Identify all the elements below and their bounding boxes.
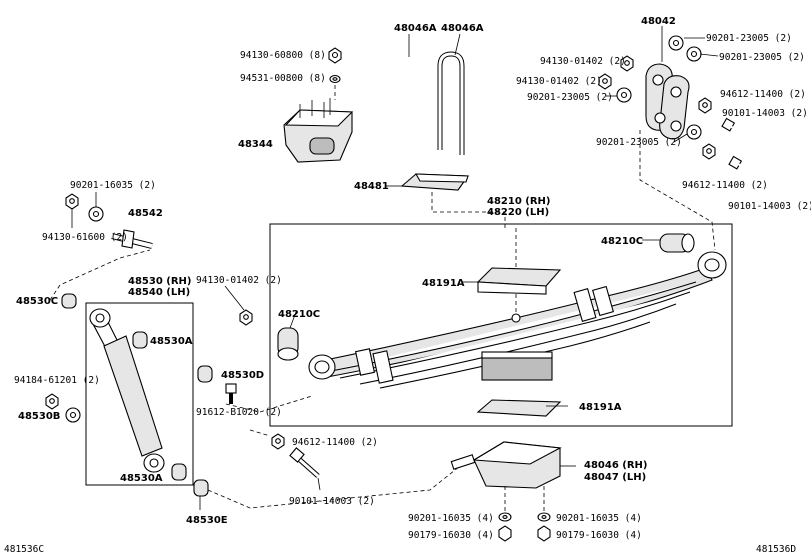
label-90101-14003-top: 90101-14003 (2) (722, 108, 808, 119)
nut-94130-01402-mid[interactable] (239, 309, 253, 326)
label-90201-16035-left: 90201-16035 (2) (70, 180, 156, 191)
nut-94130-60800[interactable] (328, 47, 342, 64)
label-48046a-2: 48046A (441, 23, 484, 34)
label-48042: 48042 (641, 16, 676, 27)
shock-absorber-48530[interactable] (89, 308, 165, 473)
nut-94130-61600[interactable] (65, 193, 79, 210)
label-94130-61600: 94130-61600 (2) (42, 232, 128, 243)
label-94130-01402-top2: 94130-01402 (2) (516, 76, 602, 87)
shock-pin-48542[interactable] (111, 229, 153, 249)
label-94130-60800: 94130-60800 (8) (240, 50, 326, 61)
label-90201-23005-b: 90201-23005 (2) (719, 52, 805, 63)
washer-94531-00800[interactable] (329, 74, 341, 84)
label-48210c-left: 48210C (278, 309, 320, 320)
label-94130-01402-top: 94130-01402 (2) (540, 56, 626, 67)
label-48530a-bottom: 48530A (120, 473, 163, 484)
label-48530d: 48530D (221, 370, 264, 381)
bolt-91612-b1020[interactable] (225, 383, 237, 404)
label-90201-23005-a: 90201-23005 (2) (706, 33, 792, 44)
label-48530e: 48530E (186, 515, 228, 526)
label-48046-rh: 48046 (RH) (584, 460, 647, 471)
label-48542: 48542 (128, 208, 163, 219)
bushing-48530e[interactable] (193, 479, 209, 497)
nut-94130-01402-top[interactable] (620, 55, 634, 72)
washer-90201-23005-c[interactable] (616, 87, 632, 103)
washer-90201-16035-b2[interactable] (537, 512, 551, 522)
label-90101-14003-mid: 90101-14003 (2) (728, 201, 811, 212)
label-94531-00800: 94531-00800 (8) (240, 73, 326, 84)
spacer-48191a-top[interactable] (476, 267, 562, 295)
nut-94130-01402-top2[interactable] (598, 73, 612, 90)
label-48191a-bottom: 48191A (579, 402, 622, 413)
label-94130-01402-mid: 94130-01402 (2) (196, 275, 282, 286)
bushing-48530d[interactable] (197, 365, 213, 383)
shock-absorber-box (85, 302, 194, 486)
label-48344: 48344 (238, 139, 273, 150)
label-90101-14003-bottom: 90101-14003 (2) (289, 496, 375, 507)
label-94612-11400-bottom: 94612-11400 (2) (292, 437, 378, 448)
label-48481: 48481 (354, 181, 389, 192)
spacer-48191a-bottom[interactable] (476, 399, 562, 417)
bushing-48210c-left[interactable] (277, 327, 299, 361)
label-48047-lh: 48047 (LH) (584, 472, 646, 483)
washer-48530b[interactable] (65, 407, 81, 423)
label-48210c-right: 48210C (601, 236, 643, 247)
label-94184-61201: 94184-61201 (2) (14, 375, 100, 386)
label-94612-11400-top: 94612-11400 (2) (720, 89, 806, 100)
label-91612-b1020: 91612-B1020 (2) (196, 407, 282, 418)
bushing-48530a-bottom[interactable] (171, 463, 187, 481)
leaf-spring-48210[interactable] (308, 251, 727, 389)
bushing-48210c-right[interactable] (659, 233, 695, 253)
washer-90201-23005-a[interactable] (668, 35, 684, 51)
label-90201-23005-c: 90201-23005 (2) (527, 92, 613, 103)
spring-shackle-48042[interactable] (645, 63, 690, 140)
u-bolt-48046a-left[interactable] (396, 54, 422, 158)
label-48530-rh: 48530 (RH) (128, 276, 191, 287)
label-48530a-top: 48530A (150, 336, 193, 347)
u-bolt-48046a-right[interactable] (437, 51, 465, 155)
bolt-90101-14003-bottom[interactable] (289, 447, 320, 478)
label-94612-11400-mid: 94612-11400 (2) (682, 180, 768, 191)
washer-90201-23005-b[interactable] (686, 46, 702, 62)
washer-90201-16035-left[interactable] (88, 206, 104, 222)
label-90201-23005-d: 90201-23005 (2) (596, 137, 682, 148)
label-48046a-1: 48046A (394, 23, 437, 34)
bolt-90101-14003-top[interactable] (721, 117, 753, 140)
label-48191a-top: 48191A (422, 278, 465, 289)
label-48220-lh: 48220 (LH) (487, 207, 549, 218)
bushing-48530a-top[interactable] (132, 331, 148, 349)
bolt-90101-14003-mid[interactable] (728, 155, 763, 179)
diagram-code-right: 481536D (756, 544, 796, 555)
label-48530c: 48530C (16, 296, 58, 307)
label-48210-rh: 48210 (RH) (487, 196, 550, 207)
label-90179-16030-b1: 90179-16030 (4) (408, 530, 494, 541)
washer-90201-23005-d[interactable] (686, 124, 702, 140)
washer-90201-16035-b1[interactable] (498, 512, 512, 522)
label-90201-16035-b2: 90201-16035 (4) (556, 513, 642, 524)
nut-90179-16030-b1[interactable] (498, 525, 512, 542)
label-90201-16035-b1: 90201-16035 (4) (408, 513, 494, 524)
u-bolt-seat-48481[interactable] (400, 173, 470, 191)
nut-94184-61201[interactable] (45, 393, 59, 410)
leaf-spring-assembly-box (269, 223, 733, 427)
nut-90179-16030-b2[interactable] (537, 525, 551, 542)
spring-bumper-48344[interactable] (283, 98, 354, 163)
nut-94612-11400-bottom[interactable] (271, 433, 285, 450)
bushing-48530c[interactable] (61, 293, 77, 309)
label-90179-16030-b2: 90179-16030 (4) (556, 530, 642, 541)
nut-94612-11400-mid[interactable] (702, 143, 716, 160)
label-48540-lh: 48540 (LH) (128, 287, 190, 298)
label-48530b: 48530B (18, 411, 60, 422)
spring-seat-48046[interactable] (450, 441, 562, 489)
diagram-code-left: 481536C (4, 544, 44, 555)
nut-94612-11400-top[interactable] (698, 97, 712, 114)
